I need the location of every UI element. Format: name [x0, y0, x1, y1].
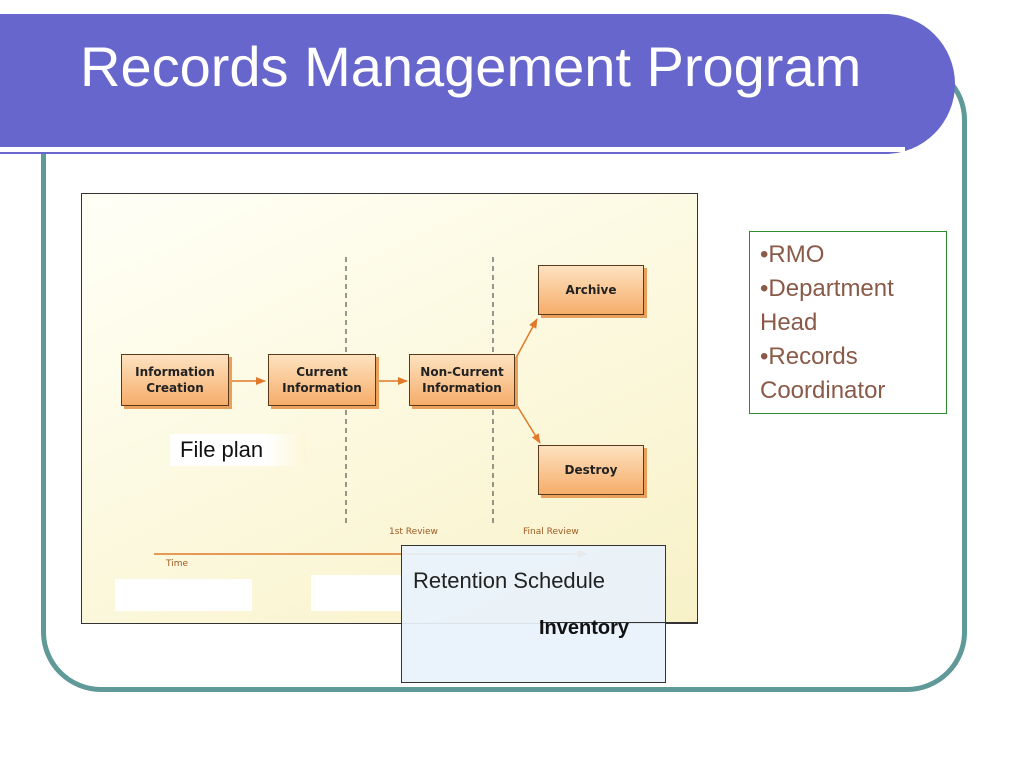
retention-schedule-box: Retention Schedule [401, 545, 666, 683]
inventory-label: Inventory [539, 617, 630, 639]
destroy-box: Destroy [538, 445, 644, 495]
role-item-rmo: •RMO [760, 241, 825, 268]
file-plan-label: File plan [170, 434, 306, 466]
first-review-label: 1st Review [389, 527, 438, 537]
arrow-to-destroy [515, 403, 541, 444]
role-item-records-coordinator: •Records Coordinator [760, 343, 886, 404]
current-information-label: Current Information [282, 365, 362, 395]
arrow-to-archive [515, 318, 538, 359]
archive-label: Archive [565, 283, 617, 297]
non-current-information-label: Non-Current Information [420, 365, 504, 395]
information-creation-label: Information Creation [135, 365, 215, 395]
information-creation-box: Information Creation [121, 354, 229, 406]
title-banner: Records Management Program [0, 14, 955, 154]
blank-patch-middle [311, 575, 405, 611]
slide-title: Records Management Program [80, 35, 862, 98]
retention-schedule-label: Retention Schedule [413, 568, 606, 593]
non-current-information-box: Non-Current Information [409, 354, 515, 406]
archive-box: Archive [538, 265, 644, 315]
time-label: Time [166, 559, 189, 569]
current-information-box: Current Information [268, 354, 376, 406]
title-underline [0, 147, 905, 152]
role-item-department-head: •Department Head [760, 275, 894, 336]
inventory-underline [540, 622, 698, 623]
roles-list: •RMO •Department Head •Records Coordinat… [749, 231, 947, 414]
blank-patch-left [115, 579, 252, 611]
final-review-label: Final Review [523, 527, 579, 537]
destroy-label: Destroy [564, 463, 618, 477]
